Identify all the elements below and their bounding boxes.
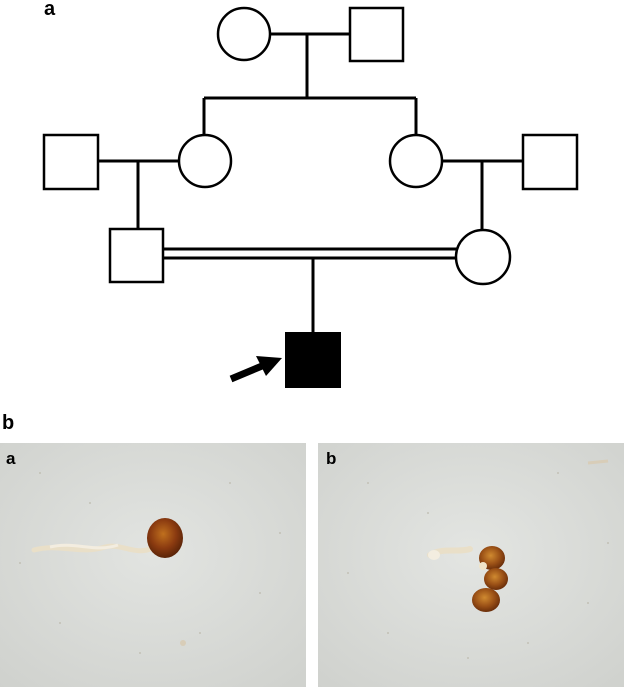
gen2-female-right-symbol — [388, 133, 444, 189]
gen1-female-symbol — [216, 6, 272, 62]
panel-a-label: a — [44, 0, 56, 20]
gen3-male-symbol — [108, 227, 165, 284]
gen3-female-symbol — [454, 228, 512, 286]
specimen-stone-b — [472, 546, 508, 612]
proband-symbol — [285, 332, 341, 388]
panel-b-label: b — [2, 412, 15, 434]
photo-a-label: a — [6, 449, 16, 468]
specimen-stone-a — [147, 518, 183, 558]
gen2-female-left-symbol — [177, 133, 233, 189]
specimen-photo-b: b — [318, 443, 624, 687]
pedigree-chart — [42, 6, 579, 388]
gen2-male-right-symbol — [521, 133, 579, 191]
gen2-male-left-symbol — [42, 133, 100, 191]
photo-b-label: b — [326, 449, 337, 468]
gen1-male-symbol — [348, 6, 405, 63]
specimen-photo-a: a — [0, 443, 306, 687]
proband-arrow-icon — [229, 356, 282, 383]
